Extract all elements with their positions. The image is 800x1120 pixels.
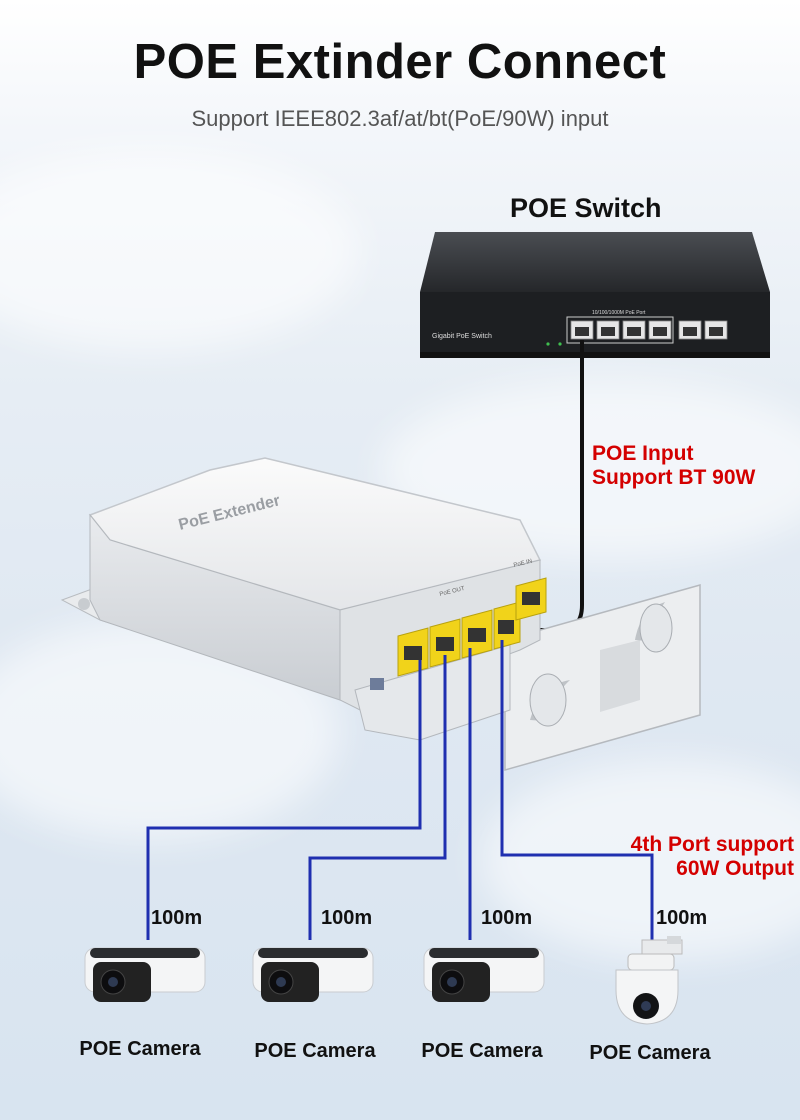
wall-bracket [504,584,701,771]
poe-extender: PoE Extender PoE IN PoE OUT [60,457,547,741]
background-cloud [480,760,800,960]
background-cloud [0,150,360,350]
switch-title: POE Switch [510,193,662,223]
camera-label: POE Camera [79,1038,201,1060]
camera-label: POE Camera [254,1040,376,1062]
bullet-camera-icon [252,947,374,1002]
extender-in-label: PoE IN [513,559,533,569]
poe-input-label: POE Input Support BT 90W [592,442,755,490]
switch-panel-label: Gigabit PoE Switch [432,333,492,340]
camera-label: POE Camera [421,1040,543,1062]
dome-camera-icon [615,936,683,1025]
camera-distance: 100m [656,907,708,929]
camera-distance: 100m [151,907,203,929]
poe-input-line2: Support BT 90W [592,466,756,489]
extender-ports [397,577,547,677]
bullet-camera-icon [423,947,545,1002]
camera-distance: 100m [481,907,533,929]
poe-input-line1: POE Input [592,442,694,465]
switch-port-label: 10/100/1000M PoE Port [592,310,646,316]
camera-distance: 100m [321,907,373,929]
page-title: POE Extinder Connect [133,35,667,89]
output-cables [146,640,654,940]
bullet-camera-icon [84,947,206,1002]
page-subtitle: Support IEEE802.3af/at/bt(PoE/90W) input [191,106,609,131]
camera-label: POE Camera [589,1042,711,1064]
port4-line2: 60W Output [676,857,794,880]
poe-switch: Gigabit PoE Switch 10/100/1000M PoE Port [420,232,770,358]
port4-line1: 4th Port support [630,833,794,856]
port4-label: 4th Port support 60W Output [608,833,794,881]
